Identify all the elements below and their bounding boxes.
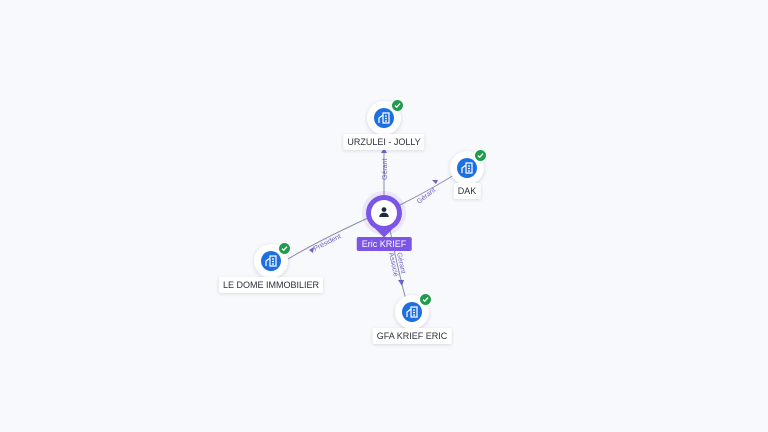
arrow-le-dome [309, 247, 314, 253]
edge-label-gfa-1: Gérant [395, 252, 406, 274]
arrow-dak [432, 180, 438, 184]
check-icon [391, 99, 404, 112]
company-node-dak[interactable] [450, 149, 487, 185]
building-icon [457, 158, 477, 178]
check-icon [474, 149, 487, 162]
check-icon [419, 293, 432, 306]
person-node[interactable] [362, 191, 406, 238]
company-label[interactable]: LE DOME IMMOBILIER [218, 277, 324, 293]
company-node-urzulei[interactable] [367, 99, 404, 135]
check-icon [278, 242, 291, 255]
company-label[interactable]: URZULEI - JOLLY [343, 134, 425, 150]
arrow-urzulei [381, 148, 387, 153]
company-label[interactable]: DAK [453, 183, 481, 199]
building-icon [374, 108, 394, 128]
edge-le-dome [287, 217, 369, 260]
company-node-gfa[interactable] [395, 293, 432, 329]
person-label[interactable]: Eric KRIEF [356, 237, 412, 251]
edge-label-gfa-2: Associé [387, 252, 399, 278]
edge-label-urzulei: Gérant [382, 159, 389, 180]
building-icon [402, 302, 422, 322]
company-label[interactable]: GFA KRIEF ERIC [372, 328, 452, 344]
building-icon [261, 251, 281, 271]
arrow-gfa [398, 280, 404, 286]
person-icon [371, 200, 397, 226]
edge-label-dak: Gérant [416, 187, 437, 206]
company-node-le-dome[interactable] [254, 242, 291, 278]
